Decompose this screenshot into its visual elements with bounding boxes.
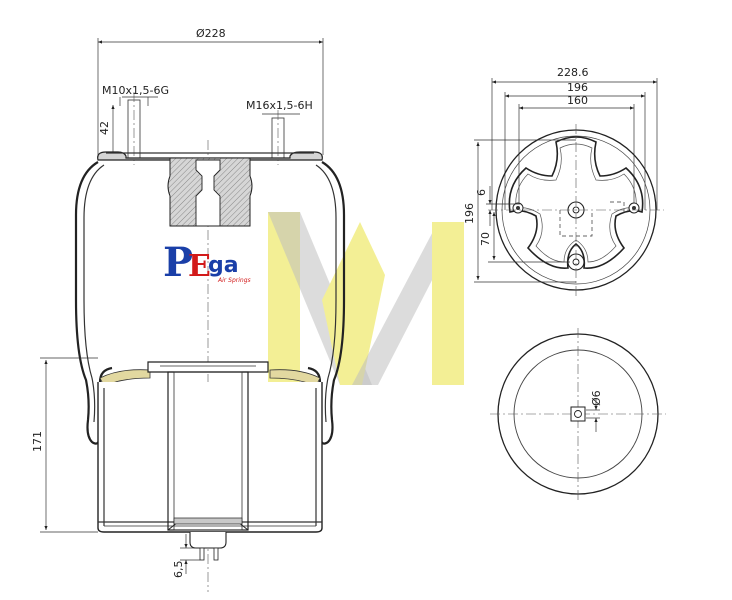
top-plan-view: 228.6 196 160 196 <box>463 66 664 296</box>
logo-letter-e: E <box>188 249 211 284</box>
dim-bolt-circle-inner: 160 <box>567 94 588 107</box>
dim-bottom-offset: 6,5 <box>172 561 185 579</box>
dim-piston-height: 171 <box>31 431 44 452</box>
watermark-logo <box>268 212 464 385</box>
piston-top-plate <box>147 361 269 373</box>
watermark-right-bar <box>432 222 464 385</box>
side-section-view: Ø228 M10x1,5-6G M16x1,5-6H 42 <box>31 27 346 592</box>
watermark-mid-diagonal <box>322 222 385 385</box>
top-bead-plate <box>97 151 323 161</box>
watermark-left-bar <box>268 212 300 385</box>
pega-logo: P E ga Air Springs <box>163 239 251 286</box>
logo-letter-p: P <box>163 239 193 286</box>
logo-letters-ga: ga <box>208 253 239 278</box>
dim-offset-small: 6 <box>475 189 488 196</box>
bottom-connector <box>189 532 227 549</box>
dim-bolt-circle-outer: 196 <box>567 81 588 94</box>
dim-bottom-hole: Ø6 <box>590 390 603 406</box>
dim-offset-70: 70 <box>479 232 492 246</box>
bottom-plan-view: Ø6 <box>490 328 666 500</box>
logo-tagline: Air Springs <box>217 277 251 284</box>
dim-top-diameter: Ø228 <box>196 27 226 40</box>
dim-plate-height: 196 <box>463 203 476 224</box>
dim-stud-height: 42 <box>98 121 111 135</box>
thread-right-label: M16x1,5-6H <box>246 99 313 112</box>
thread-left-label: M10x1,5-6G <box>102 84 169 97</box>
top-plate-cross-shape <box>508 136 644 269</box>
piston-body <box>97 382 323 533</box>
dim-plate-diameter: 228.6 <box>557 66 589 79</box>
